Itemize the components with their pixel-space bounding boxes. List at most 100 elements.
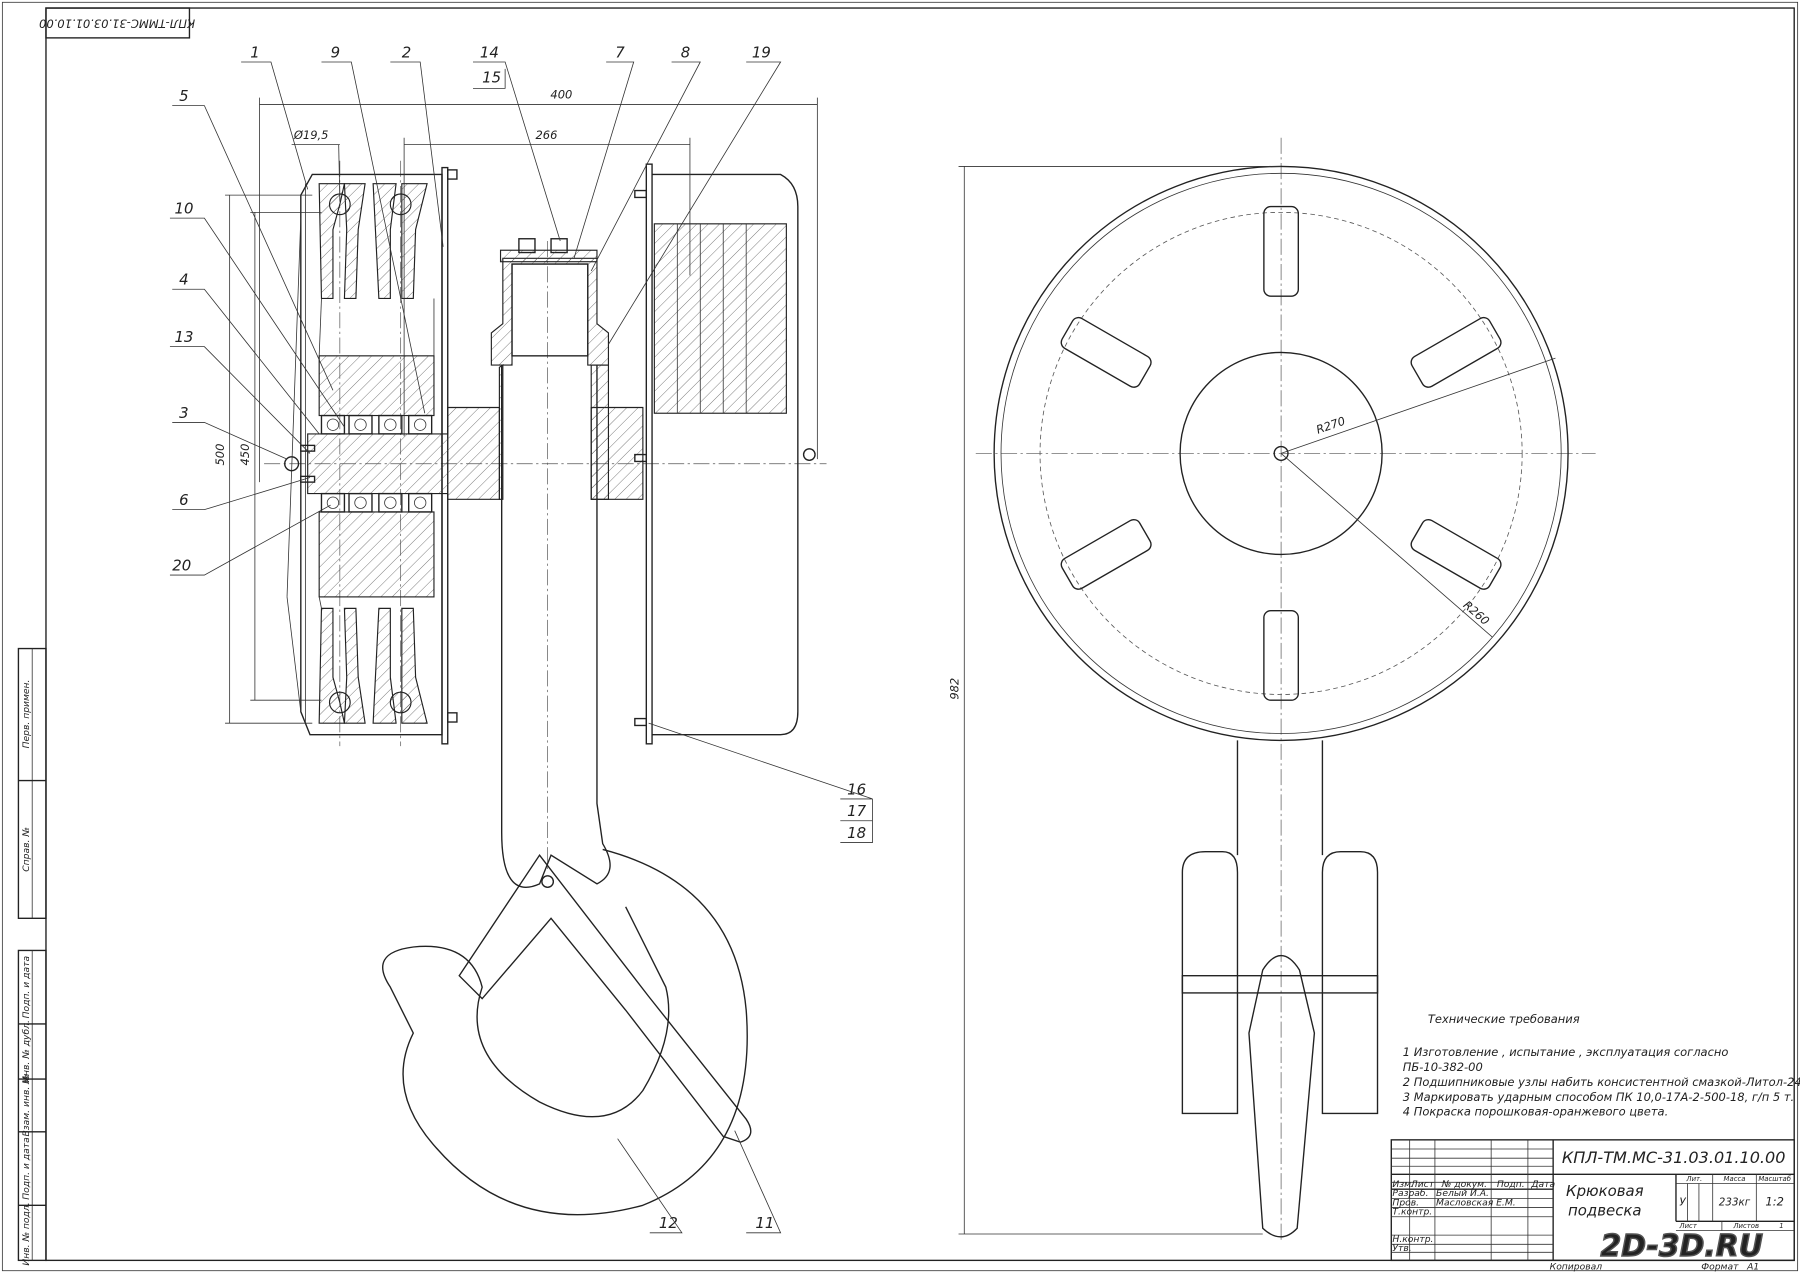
tb-developer: Белый И.А. [1436, 1188, 1489, 1199]
tb-role: Утв. [1392, 1243, 1411, 1254]
hook-side [1236, 740, 1324, 856]
svg-text:8: 8 [681, 43, 690, 61]
svg-text:18: 18 [847, 824, 866, 842]
sheave-lower [318, 511, 435, 724]
tb-mass-value: 233кг [1719, 1196, 1751, 1208]
dim-rope-diameter: Ø19,5 [293, 128, 329, 142]
tb-checker: Масловская Е.М. [1436, 1197, 1516, 1208]
tech-req-line: ПБ-10-382-00 [1403, 1060, 1483, 1074]
inner-frame [45, 7, 1795, 1262]
hook [500, 365, 611, 888]
callout-8: 8 [590, 43, 701, 272]
tb-mass-label: Масса [1724, 1175, 1746, 1183]
margin-label: Инв. № дубл. [21, 1020, 32, 1083]
margin-label: Справ. № [21, 827, 32, 872]
title-block: Изм. Лист № докум. Подп. Дата Разраб. Пр… [1390, 1139, 1795, 1273]
bearings [320, 414, 433, 513]
hook-latch [458, 853, 752, 1143]
callout-6: 6 [172, 477, 311, 511]
svg-text:15: 15 [482, 69, 501, 87]
callout-17: 17 [840, 798, 873, 822]
callout-11: 11 [734, 1130, 782, 1234]
tech-req-line: 1 Изготовление , испытание , эксплуатаци… [1403, 1045, 1729, 1059]
axle-traverse [307, 406, 500, 500]
tb-name-2: подвеска [1568, 1202, 1641, 1220]
top-stamp-text: КПЛ-ТММС-31.03.01.10.00 [39, 16, 195, 30]
tech-req-line: 4 Покраска порошковая-оранжевого цвета. [1403, 1105, 1668, 1119]
svg-text:13: 13 [175, 328, 194, 346]
svg-text:2: 2 [402, 43, 411, 61]
svg-text:16: 16 [847, 780, 866, 798]
tb-copied: Копировал [1550, 1262, 1603, 1273]
callout-13: 13 [169, 328, 311, 454]
top-stamp: КПЛ-ТММС-31.03.01.10.00 [39, 7, 195, 39]
sheave-upper [318, 183, 435, 417]
callout-14: 14 [472, 43, 561, 242]
callout-19: 19 [608, 43, 782, 345]
tb-header: Дата [1530, 1179, 1555, 1190]
svg-text:10: 10 [175, 200, 194, 218]
margin-label: Подп. и дата [21, 1137, 32, 1200]
callout-10: 10 [169, 200, 345, 428]
callout-2: 2 [390, 43, 444, 247]
tb-sheets-value: 1 [1779, 1222, 1783, 1230]
dim-r270: R270 [1314, 414, 1347, 437]
tb-sheets-label: Листов [1732, 1222, 1759, 1230]
tb-designation: КПЛ-ТМ.МС-31.03.01.10.00 [1562, 1148, 1786, 1167]
tech-req-line: 3 Маркировать ударным способом ПК 10,0-1… [1403, 1090, 1794, 1104]
svg-text:4: 4 [179, 271, 188, 289]
tb-role: Пров. [1392, 1197, 1419, 1208]
margin-stamp: Перв. примен. Справ. № Подп. и дата Инв.… [17, 647, 47, 1266]
tb-header: Подп. [1497, 1179, 1525, 1190]
technical-requirements: Технические требования 1 Изготовление , … [1403, 1012, 1800, 1119]
callout-20: 20 [169, 504, 331, 576]
svg-text:1: 1 [250, 43, 259, 61]
dim-450: 450 [238, 444, 252, 466]
tb-scale-label: Масштаб [1758, 1175, 1791, 1183]
svg-text:11: 11 [755, 1214, 774, 1232]
callout-3: 3 [172, 404, 288, 460]
dimensions-left: 400 266 Ø19,5 500 450 [213, 88, 818, 724]
tb-header: № докум. [1441, 1179, 1487, 1190]
callout-5: 5 [172, 87, 334, 391]
svg-text:7: 7 [615, 43, 625, 61]
drum-cover [652, 173, 799, 736]
callout-1: 1 [241, 43, 309, 190]
tb-role: Н.контр. [1392, 1234, 1433, 1245]
margin-label: Взам. инв. № [21, 1074, 32, 1136]
dim-266: 266 [536, 128, 558, 142]
svg-text:17: 17 [847, 802, 866, 820]
margin-label: Инв. № подл. [21, 1202, 32, 1265]
callout-9: 9 [321, 43, 426, 414]
tb-scale-value: 1:2 [1765, 1194, 1783, 1208]
tb-header: Изм. [1392, 1179, 1414, 1190]
callout-18: 18 [840, 820, 873, 843]
dim-400: 400 [550, 88, 572, 102]
margin-label: Перв. примен. [21, 680, 32, 749]
svg-text:5: 5 [179, 87, 188, 105]
svg-text:3: 3 [179, 404, 188, 422]
tb-format-label: Формат [1701, 1262, 1739, 1273]
callout-4: 4 [172, 271, 320, 435]
tech-req-title: Технические требования [1428, 1012, 1580, 1026]
tb-role: Разраб. [1392, 1188, 1428, 1199]
svg-text:9: 9 [331, 43, 340, 61]
spoke-slots [1060, 205, 1502, 701]
tb-sheet-label: Лист [1678, 1222, 1697, 1230]
section-view [264, 160, 827, 1216]
svg-text:20: 20 [172, 556, 191, 574]
callouts: 1 9 2 14 15 7 8 19 5 10 4 13 3 6 20 16 1… [169, 43, 873, 1234]
callout-12: 12 [617, 1138, 683, 1234]
tech-req-line: 2 Подшипниковые узлы набить консистентно… [1403, 1075, 1800, 1089]
tb-lit-value: У [1679, 1196, 1686, 1208]
tb-header: Лист [1410, 1179, 1435, 1190]
svg-text:12: 12 [659, 1214, 678, 1232]
dim-500: 500 [213, 444, 227, 466]
svg-text:14: 14 [480, 43, 499, 61]
callout-7: 7 [573, 43, 635, 259]
tb-role: Т.контр. [1392, 1206, 1432, 1217]
callout-15: 15 [472, 69, 506, 89]
margin-label: Подп. и дата [21, 956, 32, 1019]
